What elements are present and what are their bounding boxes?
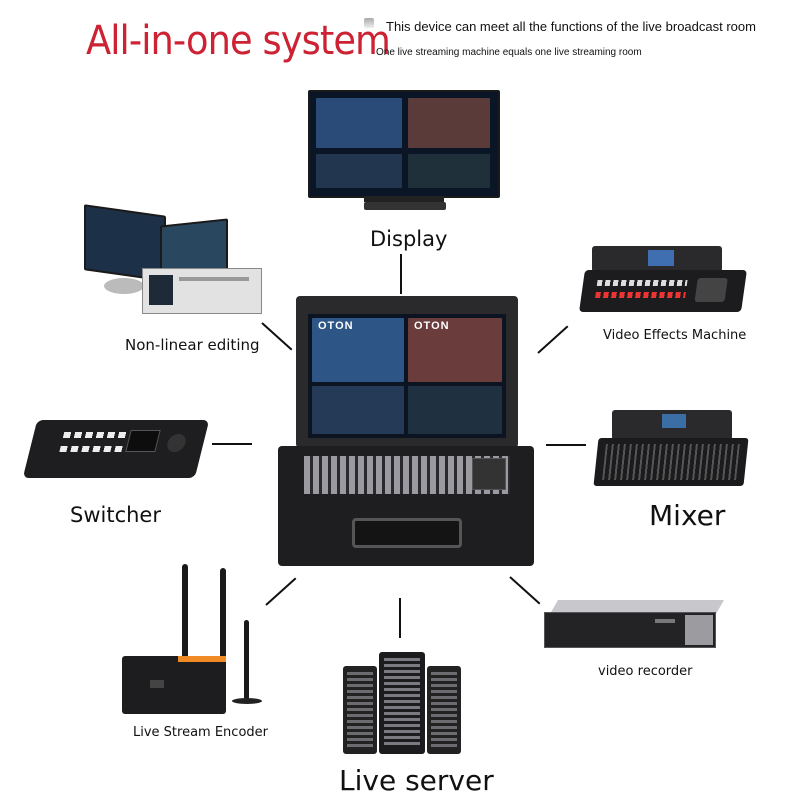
- video-effects-machine-device: [579, 246, 747, 312]
- live-stream-encoder-device: [122, 564, 272, 714]
- connector-line-bottom: [399, 598, 401, 638]
- mixer-label: Mixer: [649, 499, 726, 532]
- machine-screen: OTON OTON: [308, 314, 506, 438]
- bullet-icon: [364, 18, 374, 28]
- oton-logo-right: OTON: [414, 320, 450, 332]
- non-linear-editing-label: Non-linear editing: [125, 336, 260, 354]
- display-label: Display: [370, 227, 448, 251]
- machine-handle: [352, 518, 462, 548]
- video-recorder-device: [544, 600, 725, 648]
- page-title: All-in-one system: [86, 18, 391, 64]
- live-stream-encoder-label: Live Stream Encoder: [133, 725, 268, 740]
- switcher-label: Switcher: [70, 503, 161, 527]
- connector-line-top-right: [537, 325, 569, 354]
- display-device: [308, 90, 500, 214]
- live-server-label: Live server: [339, 764, 494, 797]
- all-in-one-machine: OTON OTON: [276, 296, 534, 566]
- connector-line-right: [546, 444, 586, 446]
- switcher-device: [22, 420, 210, 482]
- video-effects-machine-label: Video Effects Machine: [603, 328, 747, 343]
- tagline-primary: This device can meet all the functions o…: [386, 19, 756, 34]
- tagline-secondary: One live streaming machine equals one li…: [376, 47, 642, 58]
- live-server-device: [343, 652, 461, 754]
- mixer-device: [593, 410, 749, 486]
- non-linear-editing-device: [80, 204, 262, 314]
- oton-logo-left: OTON: [318, 320, 354, 332]
- connector-line-bottom-right: [509, 576, 541, 605]
- connector-line-left: [212, 443, 252, 445]
- video-recorder-label: video recorder: [598, 664, 693, 679]
- connector-line-top: [400, 254, 402, 294]
